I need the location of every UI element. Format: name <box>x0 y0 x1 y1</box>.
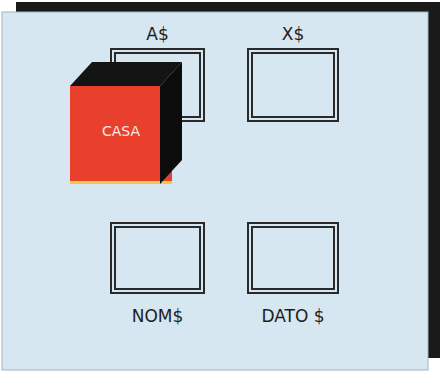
variable-box: NOM$ <box>110 222 205 294</box>
value-cube: CASA <box>70 86 172 184</box>
variable-box: A$CASA <box>110 48 205 122</box>
variable-name: NOM$ <box>116 306 199 326</box>
panel <box>2 12 428 370</box>
variable-name: DATO $ <box>253 306 333 326</box>
variable-box: X$ <box>247 48 339 122</box>
cube-side <box>160 62 182 184</box>
variable-box: DATO $ <box>247 222 339 294</box>
value-text: CASA <box>70 123 172 139</box>
variable-name: X$ <box>253 24 333 44</box>
variable-name: A$ <box>116 24 199 44</box>
